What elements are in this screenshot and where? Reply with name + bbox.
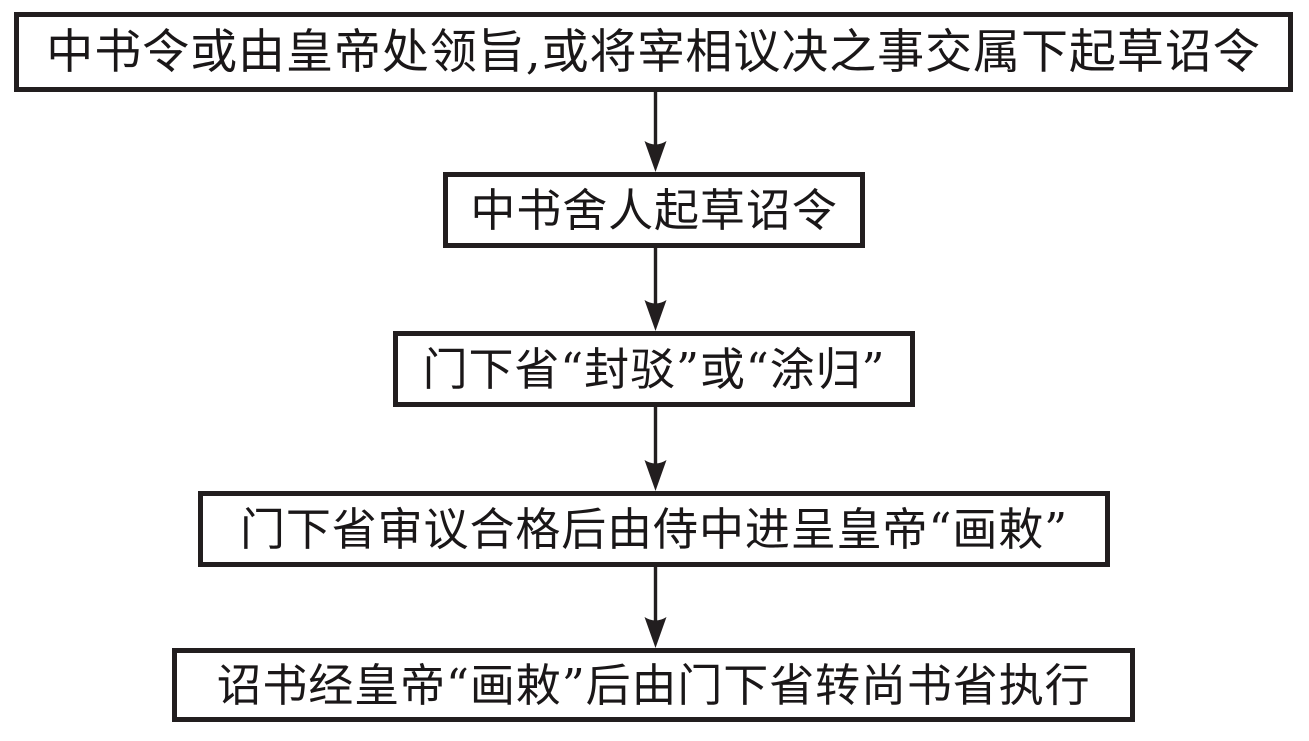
- arrowhead-icon: [644, 141, 667, 172]
- arrowhead-icon: [644, 300, 667, 331]
- process-node-1[interactable]: 中书令或由皇帝处领旨,或将宰相议决之事交属下起草诏令: [14, 12, 1293, 92]
- node-5-label: 诏书经皇帝“画敕”后由门下省转尚书省执行: [216, 658, 1091, 712]
- process-node-5[interactable]: 诏书经皇帝“画敕”后由门下省转尚书省执行: [172, 648, 1135, 722]
- node-1-label: 中书令或由皇帝处领旨,或将宰相议决之事交属下起草诏令: [46, 24, 1261, 80]
- node-2-label: 中书舍人起草诏令: [470, 183, 838, 237]
- arrowhead-icon: [644, 617, 667, 648]
- arrowhead-icon: [644, 460, 667, 491]
- process-node-3[interactable]: 门下省“封驳”或“涂归”: [393, 331, 915, 407]
- process-node-2[interactable]: 中书舍人起草诏令: [443, 172, 865, 248]
- process-node-4[interactable]: 门下省审议合格后由侍中进呈皇帝“画敕”: [198, 491, 1110, 567]
- node-3-label: 门下省“封驳”或“涂归”: [422, 342, 886, 396]
- node-4-label: 门下省审议合格后由侍中进呈皇帝“画敕”: [239, 502, 1069, 556]
